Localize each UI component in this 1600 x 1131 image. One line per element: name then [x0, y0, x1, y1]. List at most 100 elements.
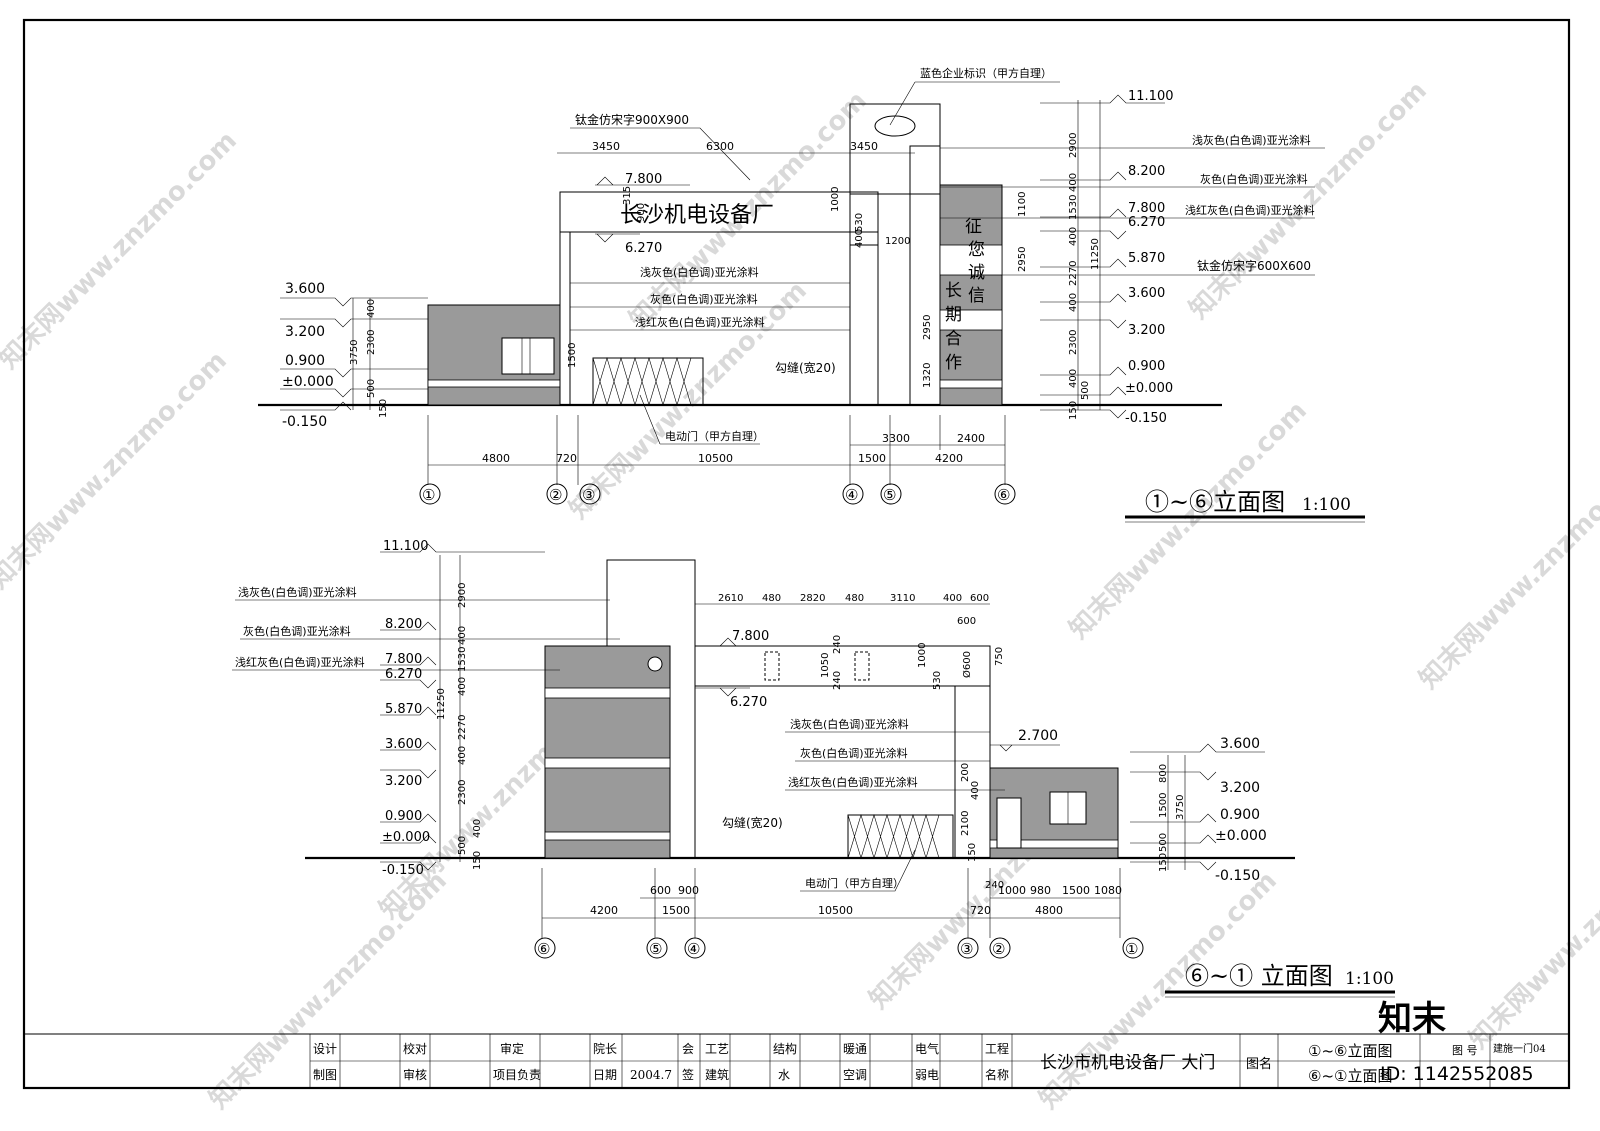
dim-text: 1500	[1158, 793, 1169, 818]
dim-text: 1530	[457, 647, 468, 672]
drawing-name-label: 图名	[1246, 1056, 1272, 1072]
drawing-title: ①~⑥立面图	[1145, 488, 1285, 516]
extension-lines	[427, 415, 1006, 485]
dim-text: 10500	[698, 452, 733, 465]
axis-label: ③	[960, 940, 973, 958]
tb-label: 院长	[593, 1042, 617, 1056]
beam-opening	[764, 651, 780, 681]
note-paint1: 浅灰色(白色调)亚光涂料	[238, 585, 357, 599]
leader	[570, 127, 751, 181]
wall-band	[544, 687, 671, 699]
dim-text: 500	[1080, 381, 1091, 400]
tb-label: 水	[778, 1068, 790, 1082]
slogan-char: 合	[945, 329, 962, 349]
dim-text: 750	[994, 647, 1005, 666]
watermark: 知末网www.znzmo.com	[1064, 396, 1313, 645]
logo-mark-icon	[874, 115, 916, 137]
tb-label: 工程	[985, 1041, 1009, 1056]
dim-text: 530	[854, 213, 865, 232]
tb-label: 名称	[985, 1067, 1009, 1082]
dim-text: 2950	[922, 315, 933, 340]
level-mark: 11.100	[383, 539, 429, 554]
level-mark: ±0.000	[1125, 381, 1173, 396]
portal-beam	[559, 191, 879, 233]
level-mark: 3.600	[1128, 286, 1165, 301]
level-mark: -0.150	[1125, 411, 1167, 426]
gate-pattern	[592, 356, 692, 407]
level-mark: 7.800	[625, 172, 662, 187]
watermark: 知末网www.znzmo.com	[564, 276, 813, 525]
drawing-scale: 1:100	[1302, 495, 1351, 515]
tb-label: 结构	[773, 1041, 797, 1056]
axis-bubble	[534, 937, 556, 959]
axis-bubble	[957, 937, 979, 959]
leader	[639, 394, 760, 445]
title-block-cols	[309, 1034, 1491, 1088]
dim-text: 1320	[922, 363, 933, 388]
tb-label: 暖通	[843, 1042, 867, 1056]
level-mark: 3.600	[285, 281, 325, 297]
level-mark: 3.200	[285, 324, 325, 340]
dim-text: 400	[366, 299, 377, 318]
level-leader	[380, 543, 545, 871]
dim-text: 600	[957, 616, 976, 627]
level-mark: -0.150	[282, 414, 327, 430]
sign-text: 长沙机电设备厂	[620, 203, 774, 228]
bottom-elevation: 2.700 11.100 8.200 7.800 6.270 5.870 3.6…	[232, 539, 1395, 998]
dim-text: 150	[1068, 401, 1079, 420]
dim-text: 480	[762, 593, 781, 604]
level-mark: 7.800	[385, 652, 422, 667]
dim-text: 4800	[1035, 904, 1063, 917]
project-name: 长沙市机电设备厂 大门	[1040, 1053, 1215, 1073]
axis-label: ④	[845, 486, 858, 504]
axis-label: ⑥	[997, 486, 1010, 504]
dim-text: 2820	[800, 593, 825, 604]
dim-text: 400	[854, 229, 865, 248]
dim-text: 1530	[1068, 195, 1079, 220]
note-paint3: 浅红灰色(白色调)亚光涂料	[235, 655, 365, 669]
level-mark: 6.270	[1128, 215, 1165, 230]
dim-text: 2300	[1068, 330, 1079, 355]
dim-text: 150	[967, 843, 978, 862]
dim-text: 400	[1068, 227, 1079, 246]
wall-band	[427, 379, 561, 388]
tb-label: 工艺	[705, 1042, 729, 1056]
left-levels: 3.600 3.200 0.900 ±0.000 -0.150 400 2300…	[280, 281, 428, 430]
drawing-name: ⑥~①立面图	[1308, 1067, 1392, 1085]
dim-text: 1000	[917, 643, 928, 668]
sheet-label: 图 号	[1452, 1044, 1478, 1057]
leader	[570, 282, 850, 331]
slogan-char: 您	[968, 240, 985, 260]
watermark: 知末网www.znzmo.com	[1464, 806, 1600, 1055]
level-leader	[1040, 94, 1165, 419]
axis-bubble	[546, 483, 568, 505]
axis-label: ④	[687, 940, 700, 958]
slogan-char: 征	[965, 217, 982, 237]
note-font-small: 钛金仿宋字600X600	[1197, 258, 1311, 273]
tb-label: 建筑	[705, 1067, 729, 1082]
slogan-char: 诚	[968, 263, 985, 283]
tb-label: 签	[682, 1067, 694, 1082]
leader	[889, 81, 1060, 126]
watermark: 知末网www.znzmo.com	[0, 346, 233, 595]
level-leader	[280, 297, 428, 411]
dim-text: 3450	[592, 140, 620, 153]
axis-label: ⑤	[883, 486, 896, 504]
tb-label: 制图	[313, 1068, 337, 1082]
level-mark: -0.150	[382, 863, 424, 878]
dim-text: 4200	[935, 452, 963, 465]
annotations: 蓝色企业标识（甲方自理） 钛金仿宋字900X900 浅灰色(白色调)亚光涂料 灰…	[570, 66, 1325, 445]
level-mark: 3.200	[1220, 780, 1260, 796]
axis-label: ③	[582, 486, 595, 504]
watermark: 知末网www.znzmo.com	[1414, 446, 1600, 695]
dim-text: 3110	[890, 593, 915, 604]
tb-label: 弱电	[915, 1068, 939, 1082]
note-font-large: 钛金仿宋字900X900	[575, 112, 689, 127]
drawing-title: ⑥~① 立面图	[1185, 962, 1333, 990]
dim-text: 2950	[1017, 247, 1028, 272]
dim-text: 400	[970, 781, 981, 800]
extension-lines	[541, 868, 1121, 938]
axis-bubble	[419, 483, 441, 505]
tb-label: 会	[682, 1042, 694, 1056]
dim-text: 150	[472, 851, 483, 870]
